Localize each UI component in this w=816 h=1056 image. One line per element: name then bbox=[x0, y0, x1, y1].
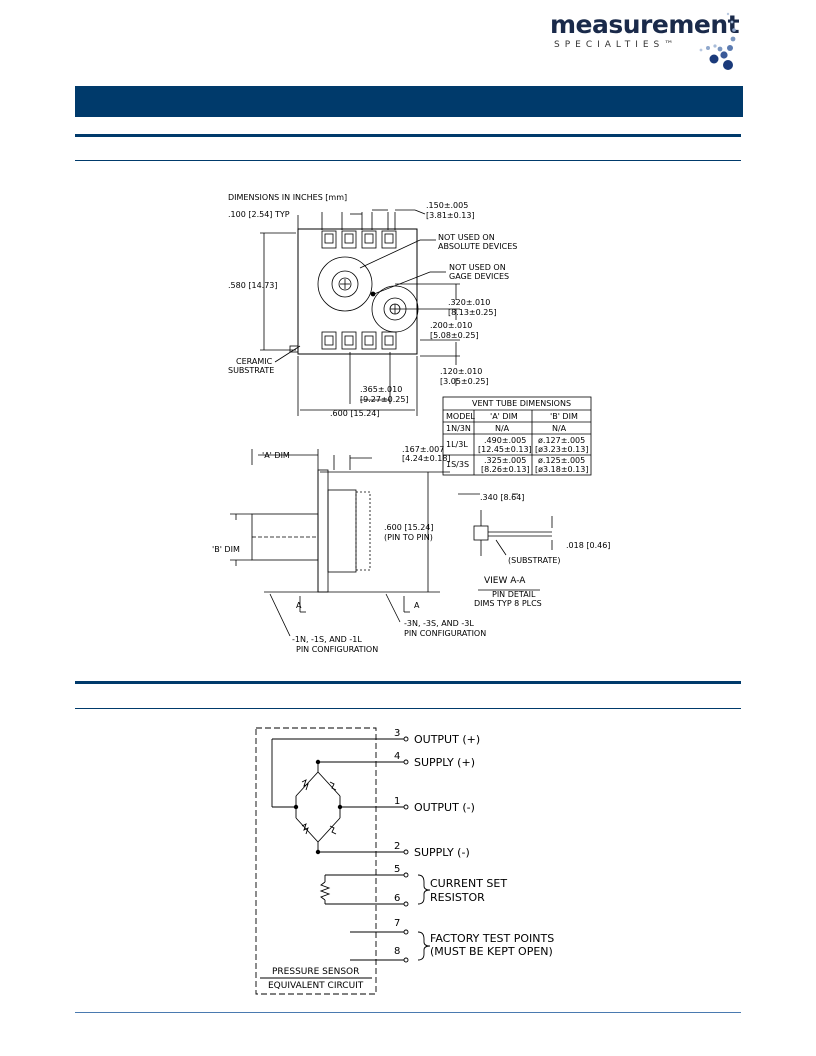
logo-dots-icon bbox=[699, 12, 736, 70]
dim-pin-to-pin-note: (PIN TO PIN) bbox=[384, 533, 433, 542]
view-aa: VIEW A-A bbox=[484, 576, 526, 586]
label-substrate: SUBSTRATE bbox=[228, 366, 274, 375]
pin-6: 6 bbox=[394, 893, 400, 904]
vent-row3-b: ø.125±.005 bbox=[538, 456, 585, 465]
pin-config-3-label: PIN CONFIGURATION bbox=[404, 629, 486, 638]
label-output-pos: OUTPUT (+) bbox=[414, 733, 480, 746]
label-pin-substrate: (SUBSTRATE) bbox=[508, 556, 561, 565]
label-resistor: RESISTOR bbox=[430, 891, 485, 904]
vent-row3-a-mm: [8.26±0.13] bbox=[481, 465, 530, 474]
pin-8: 8 bbox=[394, 946, 400, 957]
label-current-set: CURRENT SET bbox=[430, 877, 507, 890]
label-equivalent-circuit: EQUIVALENT CIRCUIT bbox=[268, 981, 364, 991]
dim-200: .200±.010 bbox=[430, 321, 472, 330]
dim-height: .580 [14.73] bbox=[228, 281, 278, 290]
section-subrule-dimensions bbox=[75, 160, 741, 161]
pin-config-3: -3N, -3S, AND -3L bbox=[404, 619, 474, 628]
pin-7: 7 bbox=[394, 918, 400, 929]
section-a-right: A bbox=[414, 601, 420, 610]
dim-200-mm: [5.08±0.25] bbox=[430, 331, 479, 340]
pin-4: 4 bbox=[394, 751, 400, 762]
dim-pin-to-pin: .600 [15.24] bbox=[384, 523, 434, 532]
label-pressure-sensor: PRESSURE SENSOR bbox=[272, 967, 359, 977]
label-keep-open: (MUST BE KEPT OPEN) bbox=[430, 945, 553, 958]
dim-a: 'A' DIM bbox=[262, 451, 290, 460]
label-factory-test: FACTORY TEST POINTS bbox=[430, 932, 554, 945]
dim-365: .365±.010 bbox=[360, 385, 402, 394]
note-not-gage-2: GAGE DEVICES bbox=[449, 272, 509, 281]
dim-width: .600 [15.24] bbox=[330, 409, 380, 418]
pin-config-1: -1N, -1S, AND -1L bbox=[292, 635, 362, 644]
vent-tube-table: VENT TUBE DIMENSIONS MODEL 'A' DIM 'B' D… bbox=[442, 396, 592, 476]
equivalent-circuit: 3 4 1 2 5 6 7 8 OUTPUT (+) SUPPLY (+) OU… bbox=[255, 727, 554, 995]
logo-subtitle: SPECIALTIES™ bbox=[554, 40, 679, 50]
pin-2: 2 bbox=[394, 841, 400, 852]
dim-120-mm: [3.05±0.25] bbox=[440, 377, 489, 386]
vent-row3-a: .325±.005 bbox=[484, 456, 526, 465]
dim-320-mm: [8.13±0.25] bbox=[448, 308, 497, 317]
pin-5: 5 bbox=[394, 864, 400, 875]
label-supply-pos: SUPPLY (+) bbox=[414, 756, 475, 769]
pin-detail: PIN DETAIL bbox=[492, 590, 536, 599]
dim-167-mm: [4.24±0.18] bbox=[402, 454, 451, 463]
dim-header: DIMENSIONS IN INCHES [mm] bbox=[228, 193, 347, 202]
company-logo: measurement SPECIALTIES™ bbox=[550, 4, 750, 74]
section-rule-dimensions bbox=[75, 134, 741, 137]
vent-header-a: 'A' DIM bbox=[490, 412, 518, 421]
section-a-left: A bbox=[296, 601, 302, 610]
dim-pad-width-mm: [3.81±0.13] bbox=[426, 211, 475, 220]
vent-row1-b: N/A bbox=[552, 424, 567, 433]
note-not-gage: NOT USED ON bbox=[449, 263, 506, 272]
vent-row2-b: ø.127±.005 bbox=[538, 436, 585, 445]
vent-table-title: VENT TUBE DIMENSIONS bbox=[472, 399, 571, 408]
dim-pad-width: .150±.005 bbox=[426, 201, 468, 210]
pin-config-1-label: PIN CONFIGURATION bbox=[296, 645, 378, 654]
vent-header-model: MODEL bbox=[446, 412, 475, 421]
dim-b: 'B' DIM bbox=[212, 545, 240, 554]
vent-row2-b-mm: [ø3.23±0.13] bbox=[535, 445, 588, 454]
label-ceramic: CERAMIC bbox=[236, 357, 273, 366]
footer-rule bbox=[75, 1012, 741, 1013]
dim-340: .340 [8.64] bbox=[480, 493, 524, 502]
dim-365-mm: [9.27±0.25] bbox=[360, 395, 409, 404]
vent-row2-a: .490±.005 bbox=[484, 436, 526, 445]
dim-018: .018 [0.46] bbox=[566, 541, 610, 550]
vent-row3-b-mm: [ø3.18±0.13] bbox=[535, 465, 588, 474]
dim-320: .320±.010 bbox=[448, 298, 490, 307]
pin-3: 3 bbox=[394, 728, 400, 739]
vent-row1-model: 1N/3N bbox=[446, 424, 471, 433]
section-subrule-circuit bbox=[75, 708, 741, 709]
vent-header-b: 'B' DIM bbox=[550, 412, 578, 421]
note-not-absolute-2: ABSOLUTE DEVICES bbox=[438, 242, 517, 251]
vent-row2-a-mm: [12.45±0.13] bbox=[478, 445, 532, 454]
vent-row2-model: 1L/3L bbox=[446, 440, 468, 449]
section-rule-circuit bbox=[75, 681, 741, 684]
vent-row1-a: N/A bbox=[495, 424, 510, 433]
pin-detail-dims: DIMS TYP 8 PLCS bbox=[474, 599, 542, 608]
dim-pitch: .100 [2.54] TYP bbox=[228, 210, 290, 219]
logo-wordmark: measurement bbox=[550, 10, 740, 39]
dim-120: .120±.010 bbox=[440, 367, 482, 376]
dim-167: .167±.007 bbox=[402, 445, 444, 454]
label-supply-neg: SUPPLY (-) bbox=[414, 846, 470, 859]
dimension-drawing: DIMENSIONS IN INCHES [mm] .100 [2.54] TY… bbox=[212, 193, 610, 654]
note-not-absolute: NOT USED ON bbox=[438, 233, 495, 242]
vent-row3-model: 1S/3S bbox=[446, 460, 469, 469]
pin-1: 1 bbox=[394, 796, 400, 807]
title-bar bbox=[75, 86, 743, 117]
label-output-neg: OUTPUT (-) bbox=[414, 801, 475, 814]
